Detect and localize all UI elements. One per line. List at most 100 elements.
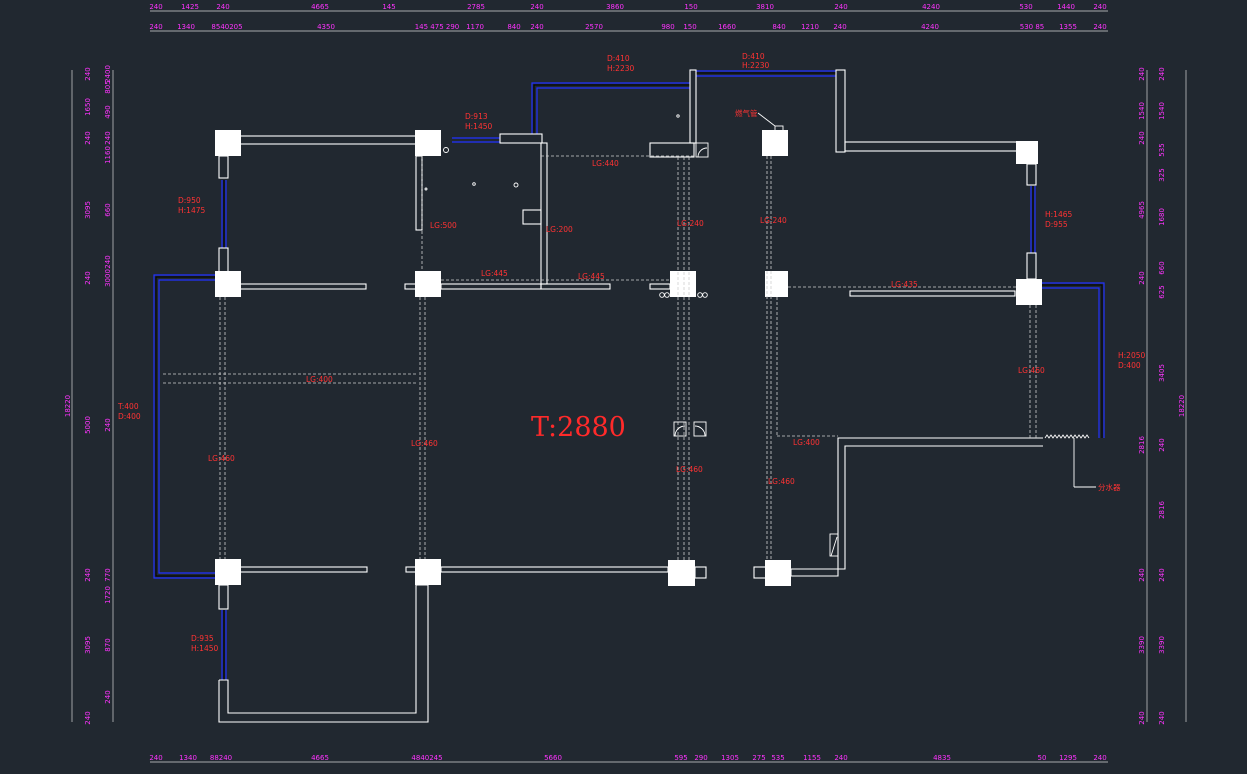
top_dims_row2-10: 150 xyxy=(683,23,696,31)
right-dimension-inner: 2401540535325168066062534052402816240339… xyxy=(1158,67,1166,724)
left_dims_inner-1: 805 xyxy=(104,80,112,93)
label-h1475: H:1475 xyxy=(178,206,205,215)
label-lg445a: LG:445 xyxy=(481,269,508,278)
label-h2230a: H:2230 xyxy=(607,64,634,73)
gas-pipe-label: 燃气管 xyxy=(735,108,758,118)
bottom_dims-16: 240 xyxy=(1093,754,1106,762)
top_dims_row1-14: 240 xyxy=(1093,3,1106,11)
left_dims_inner-12: 240 xyxy=(104,690,112,703)
bottom_dims-9: 275 xyxy=(752,754,765,762)
label-h2230b: H:2230 xyxy=(742,61,769,70)
right_dims_inner-10: 240 xyxy=(1158,568,1166,581)
bottom_dims-5: 5660 xyxy=(544,754,562,762)
top_dims_row2-5: 1170 xyxy=(466,23,484,31)
top_dims_row2-4: 145 475 290 xyxy=(415,23,460,31)
left_dims_inner-7: 3000 xyxy=(104,269,112,287)
label-d913: D:913 xyxy=(465,112,488,121)
right_dims_inner-9: 2816 xyxy=(1158,501,1166,519)
top_dims_row2-11: 1660 xyxy=(718,23,736,31)
label-lg440: LG:440 xyxy=(592,159,619,168)
left_dims_outer-1: 1650 xyxy=(84,98,92,116)
dimension-lines xyxy=(71,10,1187,763)
right_dims_inner-12: 240 xyxy=(1158,711,1166,724)
left_dims_inner-5: 660 xyxy=(104,203,112,216)
bottom_dims-1: 1340 xyxy=(179,754,197,762)
left_dims_outer-7: 3095 xyxy=(84,636,92,654)
window-lines xyxy=(153,70,1105,680)
label-h1465: H:1465 xyxy=(1045,210,1072,219)
bottom_dims-7: 290 xyxy=(694,754,707,762)
left_dims_outer-8: 240 xyxy=(84,711,92,724)
bottom_dims-2: 88240 xyxy=(210,754,232,762)
top_dims_row2-8: 2570 xyxy=(585,23,603,31)
left_dims_inner-8: 240 xyxy=(104,418,112,431)
bottom_dims-11: 1155 xyxy=(803,754,821,762)
right_dims_outer-3: 4965 xyxy=(1138,201,1146,219)
right_dims_inner-3: 325 xyxy=(1158,168,1166,181)
label-h1450b: H:1450 xyxy=(191,644,218,653)
right_dims_outer-0: 240 xyxy=(1138,67,1146,80)
top_dims_row2-14: 240 xyxy=(833,23,846,31)
left_dims_outer-2: 240 xyxy=(84,131,92,144)
left_dims_inner-11: 870 xyxy=(104,638,112,651)
label-d400l: D:400 xyxy=(118,412,141,421)
top_dims_row2-1: 1340 xyxy=(177,23,195,31)
window-black-lines xyxy=(155,72,1103,680)
right_dims_inner-8: 240 xyxy=(1158,438,1166,451)
left_dims_inner-0: 2400 xyxy=(104,65,112,83)
right_dims_inner-7: 3405 xyxy=(1158,364,1166,382)
label-lg400a: LG:400 xyxy=(306,375,333,384)
walls xyxy=(218,69,1043,723)
left_dims_inner-3: 240 xyxy=(104,131,112,144)
top_dims_row1-2: 240 xyxy=(216,3,229,11)
label-d955: D:955 xyxy=(1045,220,1068,229)
fixtures xyxy=(424,112,1096,557)
top_dims_row2-0: 240 xyxy=(149,23,162,31)
label-d400r: D:400 xyxy=(1118,361,1141,370)
right_dims_outer-1: 1540 xyxy=(1138,102,1146,120)
left_dims_outer-0: 240 xyxy=(84,67,92,80)
top_dims_row1-13: 1440 xyxy=(1057,3,1075,11)
structural-columns xyxy=(215,130,1042,586)
top_dims_row2-3: 4350 xyxy=(317,23,335,31)
label-lg200: LG:200 xyxy=(546,225,573,234)
top_dims_row1-9: 3810 xyxy=(756,3,774,11)
label-d950: D:950 xyxy=(178,196,201,205)
right_dims_inner-6: 625 xyxy=(1158,285,1166,298)
top_dims_row1-3: 4665 xyxy=(311,3,329,11)
bottom_dims-14: 50 xyxy=(1038,754,1047,762)
top_dims_row1-5: 2785 xyxy=(467,3,485,11)
right_dims_outer-7: 3390 xyxy=(1138,636,1146,654)
top_dims_row2-9: 980 xyxy=(661,23,674,31)
top_dims_row1-6: 240 xyxy=(530,3,543,11)
left_dims_inner-4: 1160 xyxy=(104,146,112,164)
right_dims_inner-4: 1680 xyxy=(1158,208,1166,226)
label-d410b: D:410 xyxy=(742,52,765,61)
top_dims_row1-11: 4240 xyxy=(922,3,940,11)
total-dimension-left: 18220 xyxy=(64,395,72,417)
top_dims_row2-16: 530 85 xyxy=(1020,23,1045,31)
bottom_dims-8: 1305 xyxy=(721,754,739,762)
left_dims_outer-6: 240 xyxy=(84,568,92,581)
water-divider-label: 分水器 xyxy=(1098,482,1121,492)
top_dims_row1-10: 240 xyxy=(834,3,847,11)
bottom_dims-0: 240 xyxy=(149,754,162,762)
right_dims_inner-1: 1540 xyxy=(1158,102,1166,120)
top_dims_row1-7: 3860 xyxy=(606,3,624,11)
label-lg460c: LG:460 xyxy=(208,454,235,463)
left-dimension-inner: 2400805490240116066024030002407701720870… xyxy=(104,65,112,704)
top_dims_row2-17: 1355 xyxy=(1059,23,1077,31)
label-lg240b: LG:240 xyxy=(760,216,787,225)
right_dims_outer-5: 2816 xyxy=(1138,436,1146,454)
left_dims_outer-5: 5000 xyxy=(84,416,92,434)
label-lg240a: LG:240 xyxy=(677,219,704,228)
label-lg460e: LG:460 xyxy=(768,477,795,486)
left_dims_inner-2: 490 xyxy=(104,105,112,118)
